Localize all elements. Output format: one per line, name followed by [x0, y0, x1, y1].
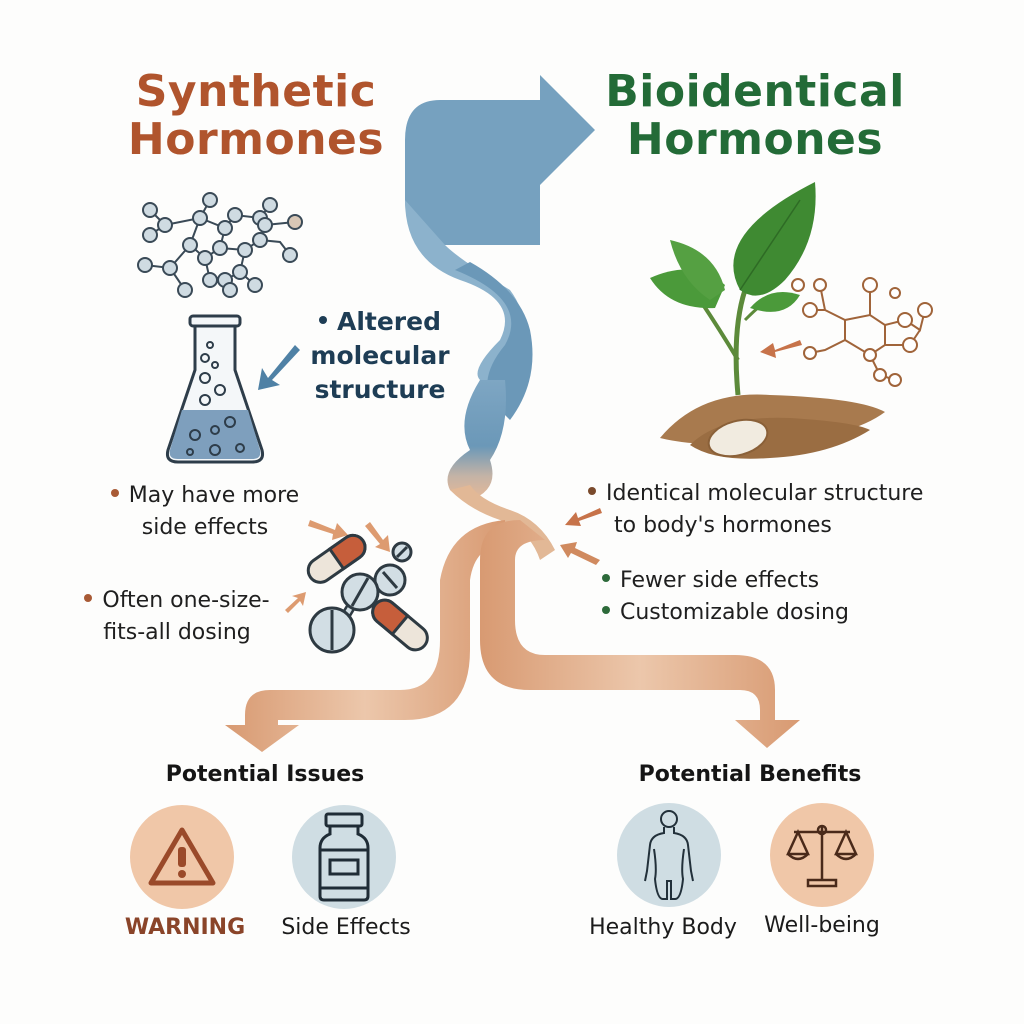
bullet-text: side effects — [141, 515, 269, 540]
bullet-text: Often one-size- — [102, 588, 270, 613]
healthy-body-circle — [617, 803, 721, 907]
bullet-dot — [602, 606, 610, 614]
warning-label: WARNING — [124, 915, 246, 940]
balance-scale-icon — [786, 824, 858, 888]
bioidentical-bullet-identical-structure: Identical molecular structure to body's … — [588, 478, 948, 542]
callout-text: molecular — [310, 341, 450, 370]
title-line: Bioidentical — [605, 66, 905, 117]
synthetic-bullet-side-effects: May have more side effects — [100, 480, 310, 544]
synthetic-molecule-icon — [137, 192, 303, 298]
warning-circle — [130, 805, 234, 909]
bioidentical-molecule-icon — [791, 277, 933, 387]
medicine-bottle-icon — [318, 812, 370, 902]
altered-structure-callout: Altered molecular structure — [300, 305, 460, 407]
callout-text: structure — [314, 375, 446, 404]
bullet-dot — [318, 316, 327, 324]
well-being-circle — [770, 803, 874, 907]
synthetic-bullet-dosing: Often one-size- fits-all dosing — [62, 585, 292, 649]
bullet-dot — [588, 487, 596, 495]
side-effects-label: Side Effects — [281, 915, 411, 940]
title-line: Synthetic — [135, 66, 377, 117]
wild-yam-plant-icon — [650, 182, 885, 459]
well-being-label: Well-being — [764, 913, 880, 938]
human-body-icon — [644, 810, 694, 900]
bullet-dot — [84, 594, 93, 602]
side-effects-circle — [292, 805, 396, 909]
bullet-dot — [110, 489, 119, 497]
warning-triangle-icon — [148, 827, 216, 886]
bullet-text: Identical molecular structure — [606, 481, 924, 506]
arrow-small-blue — [258, 345, 300, 390]
healthy-body-label: Healthy Body — [589, 915, 737, 940]
callout-line: Altered — [300, 305, 460, 339]
bullet-text: Fewer side effects — [620, 568, 820, 593]
synthetic-hormones-title: Synthetic Hormones — [96, 68, 416, 164]
bullet-dot — [602, 574, 610, 582]
pills-icon — [306, 533, 429, 654]
bullet-text: Customizable dosing — [620, 600, 849, 625]
bullet-text: May have more — [128, 483, 300, 508]
bioidentical-hormones-title: Bioidentical Hormones — [590, 68, 920, 164]
title-line: Hormones — [127, 114, 385, 165]
bioidentical-bullet-fewer-side-effects: Fewer side effects — [602, 565, 819, 597]
bioidentical-bullet-customizable-dosing: Customizable dosing — [602, 597, 849, 629]
callout-text: Altered — [336, 307, 441, 336]
title-line: Hormones — [626, 114, 884, 165]
potential-issues-title: Potential Issues — [165, 762, 365, 787]
potential-benefits-title: Potential Benefits — [638, 762, 862, 787]
bullet-text: to body's hormones — [614, 513, 832, 538]
flask-icon — [166, 314, 264, 464]
bullet-text: fits-all dosing — [103, 620, 251, 645]
